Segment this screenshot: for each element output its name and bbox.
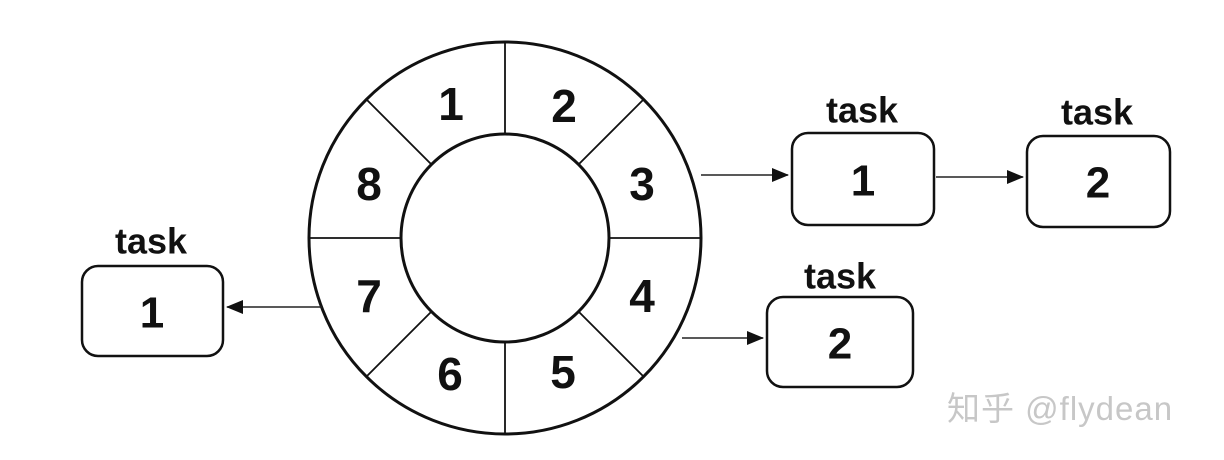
- bottom-task2-node: task 2: [765, 256, 915, 389]
- wheel-inner-circle: [399, 132, 611, 344]
- divider-135deg: [577, 310, 645, 378]
- wheel-slot-7: 7: [356, 270, 382, 322]
- wheel-slot-6: 6: [437, 348, 463, 400]
- right-task2-value: 2: [1086, 159, 1110, 208]
- bottom-task2-label: task: [804, 256, 877, 297]
- left-task1-value: 1: [140, 289, 164, 338]
- bottom-task2-box: [765, 295, 915, 389]
- left-task1-node: task 1: [80, 221, 225, 358]
- right-task1-label: task: [826, 90, 899, 131]
- wheel-slot-numbers: 1 2 3 4 5 6 7 8: [356, 78, 655, 400]
- right-task1-value: 1: [851, 157, 875, 206]
- wheel-slot-2: 2: [551, 80, 577, 132]
- timer-wheel: 1 2 3 4 5 6 7 8: [307, 40, 703, 436]
- right-task1-node: task 1: [790, 90, 936, 227]
- right-task2-label: task: [1061, 92, 1134, 133]
- divider-225deg: [365, 310, 433, 378]
- wheel-slot-1: 1: [438, 78, 464, 130]
- wheel-slot-4: 4: [629, 270, 655, 322]
- divider-45deg: [577, 98, 645, 166]
- wheel-slot-5: 5: [550, 346, 576, 398]
- left-task1-box: [80, 264, 225, 358]
- left-task1-label: task: [115, 221, 188, 262]
- watermark: 知乎 @flydean: [947, 390, 1173, 427]
- divider-315deg: [365, 98, 433, 166]
- bottom-task2-value: 2: [828, 320, 852, 369]
- wheel-slot-3: 3: [629, 158, 655, 210]
- right-task1-box: [790, 131, 936, 227]
- right-task2-box: [1025, 134, 1172, 229]
- wheel-dividers: [309, 42, 701, 434]
- arrows: [226, 168, 1024, 345]
- right-task2-node: task 2: [1025, 92, 1172, 229]
- wheel-slot-8: 8: [356, 158, 382, 210]
